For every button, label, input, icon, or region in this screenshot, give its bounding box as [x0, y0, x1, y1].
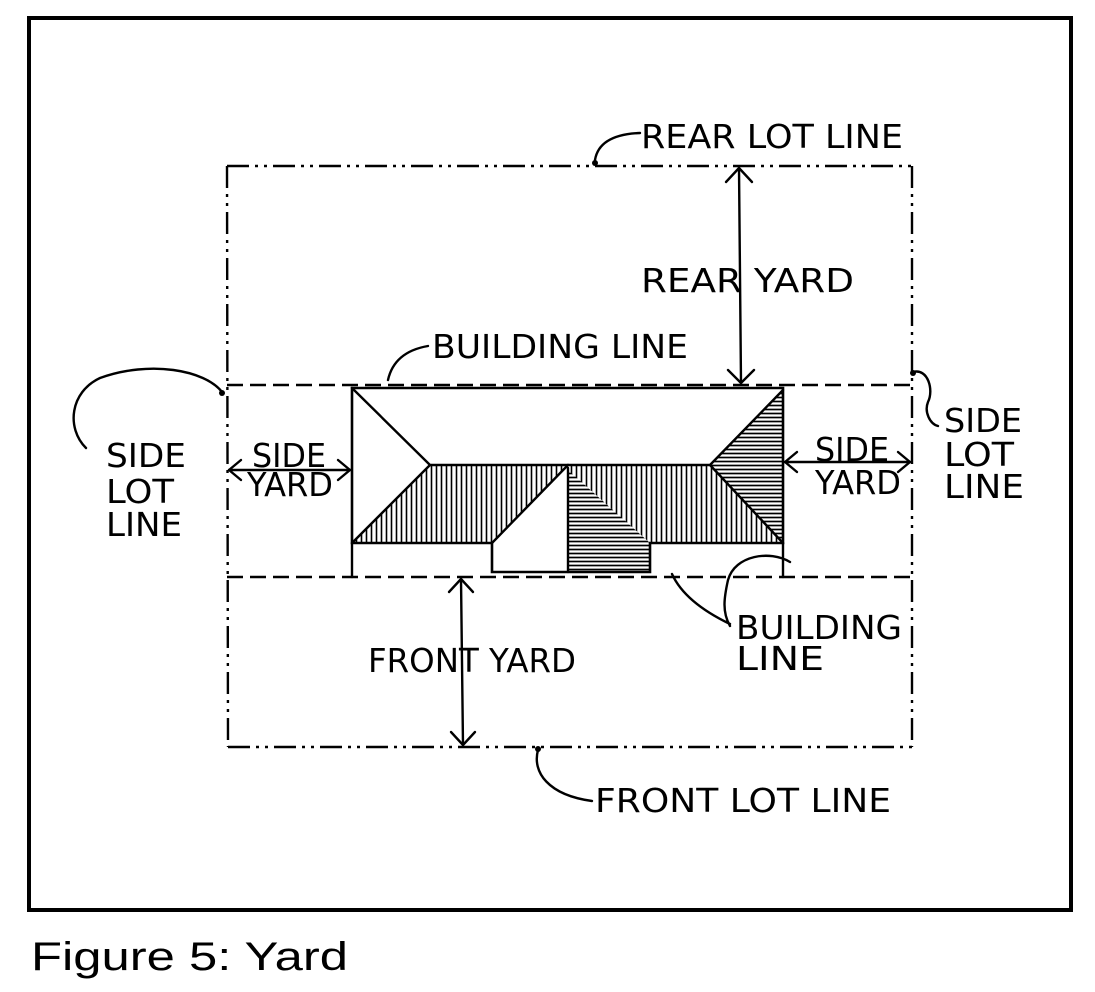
leader-side-lot-right [911, 370, 940, 428]
building-footprint [350, 386, 785, 579]
roof-valley-porch [490, 463, 570, 545]
label-side-yard-right-1: SIDE [815, 430, 889, 469]
label-side-lot-line-left-3: LINE [106, 505, 182, 544]
label-building-line-bottom-2: LINE [736, 639, 824, 678]
leader-building-line-top [386, 344, 430, 382]
figure-frame [27, 16, 1073, 912]
leader-rear-lot-line [593, 131, 642, 162]
label-building-line-top: BUILDING LINE [432, 327, 688, 366]
side-yard-right-arrow [783, 450, 912, 474]
label-rear-yard: REAR YARD [641, 261, 854, 300]
label-side-yard-left-2: YARD [246, 465, 333, 504]
roof-hatch-wing [568, 470, 650, 572]
label-side-yard-left-1: SIDE [252, 436, 326, 475]
building-outline [350, 386, 785, 574]
label-front-yard: FRONT YARD [368, 641, 576, 680]
leader-dot-front-lot [535, 746, 541, 752]
label-side-yard-right-2: YARD [814, 463, 901, 502]
leader-side-lot-left [72, 367, 224, 450]
label-side-lot-line-right-2: LOT [944, 435, 1015, 474]
leader-front-lot-line [535, 748, 594, 803]
roof-hip-left [350, 386, 570, 467]
roof-porch [492, 465, 568, 572]
rear-yard-arrow [724, 166, 756, 385]
roof-hatch-right-upper [710, 390, 783, 543]
leader-dot-side-lot-left [219, 390, 225, 396]
leader-building-line-bottom [670, 554, 792, 628]
figure-caption: Figure 5: Yard [31, 935, 348, 979]
roof-valley-right [708, 463, 785, 545]
label-rear-lot-line: REAR LOT LINE [641, 117, 903, 156]
label-building-line-bottom-1: BUILDING [736, 608, 902, 647]
label-side-lot-line-left-2: LOT [106, 472, 175, 511]
roof-valley-left [350, 463, 432, 545]
label-side-lot-line-right-3: LINE [944, 467, 1024, 506]
front-yard-arrow [447, 577, 477, 747]
label-side-lot-line-right-1: SIDE [944, 401, 1022, 440]
leader-dot-side-lot-right [910, 370, 916, 376]
label-front-lot-line: FRONT LOT LINE [595, 781, 891, 820]
side-yard-left-arrow [227, 458, 352, 482]
label-side-lot-line-left-1: SIDE [106, 436, 186, 475]
leader-dot-rear-lot [592, 160, 598, 166]
side-lot-line-left-edge [225, 165, 230, 748]
